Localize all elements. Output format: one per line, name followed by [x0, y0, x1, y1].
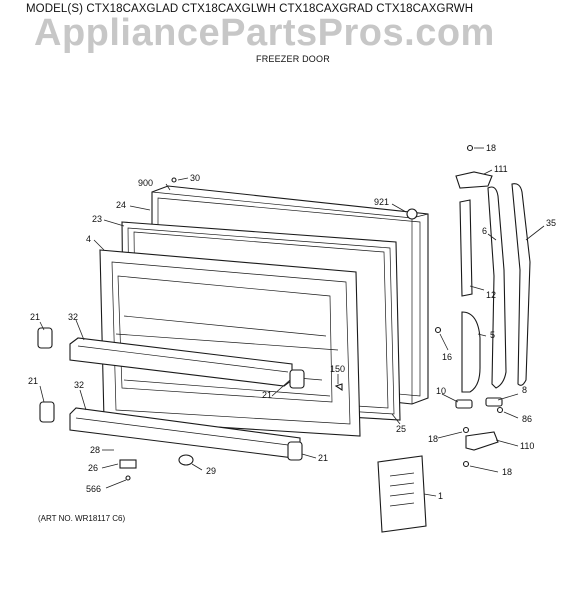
- callout-21: 21: [318, 453, 328, 463]
- callout-6: 6: [482, 226, 487, 236]
- owners-manual: [377, 455, 427, 533]
- door-liner: [99, 249, 361, 437]
- callout-86: 86: [522, 414, 532, 424]
- callout-12: 12: [486, 290, 496, 300]
- callout-5: 5: [490, 330, 495, 340]
- callout-4: 4: [86, 234, 91, 244]
- watermark: AppliancePartsPros.com: [34, 12, 495, 54]
- leader-lines: [39, 147, 545, 497]
- callout-110: 110: [520, 441, 534, 451]
- callout-30: 30: [190, 173, 200, 183]
- callout-32: 32: [68, 312, 78, 322]
- callout-921: 921: [374, 197, 389, 207]
- art-number: (ART NO. WR18117 C6): [38, 514, 126, 523]
- callout-25: 25: [396, 424, 406, 434]
- screw-150: [334, 383, 343, 392]
- callout-28: 28: [90, 445, 100, 455]
- callout-900: 900: [138, 178, 153, 188]
- callout-21: 21: [28, 376, 38, 386]
- top-hinge: [455, 171, 493, 189]
- bottom-hinge: [465, 431, 499, 451]
- door-handle: [487, 186, 507, 389]
- callout-21: 21: [30, 312, 40, 322]
- callout-10: 10: [436, 386, 446, 396]
- callout-29: 29: [206, 466, 216, 476]
- callout-16: 16: [442, 352, 452, 362]
- callout-24: 24: [116, 200, 126, 210]
- callout-8: 8: [522, 385, 527, 395]
- callout-111: 111: [494, 164, 508, 174]
- callout-35: 35: [546, 218, 556, 228]
- shelf-end-caps: [37, 327, 305, 461]
- callout-1: 1: [438, 491, 443, 501]
- door-stop: [461, 311, 481, 393]
- callout-32: 32: [74, 380, 84, 390]
- callout-18: 18: [502, 467, 512, 477]
- callout-18: 18: [486, 143, 496, 153]
- hinge-bar: [459, 199, 473, 297]
- diagram-subtitle: FREEZER DOOR: [256, 54, 330, 64]
- callout-18: 18: [428, 434, 438, 444]
- model-list: MODEL(S) CTX18CAXGLAD CTX18CAXGLWH CTX18…: [26, 3, 474, 15]
- callout-21: 21: [262, 390, 272, 400]
- small-hardware: [119, 144, 504, 481]
- callout-150: 150: [330, 364, 345, 374]
- callout-23: 23: [92, 214, 102, 224]
- callout-566: 566: [86, 484, 101, 494]
- handle-trim: [511, 183, 531, 386]
- diagram-header: AppliancePartsPros.com MODEL(S) CTX18CAX…: [0, 0, 576, 70]
- callout-labels: 18 30 900 111 921 24 23 6 35 4 12 21 32 …: [28, 143, 556, 501]
- callout-26: 26: [88, 463, 98, 473]
- plug-921: [406, 208, 418, 220]
